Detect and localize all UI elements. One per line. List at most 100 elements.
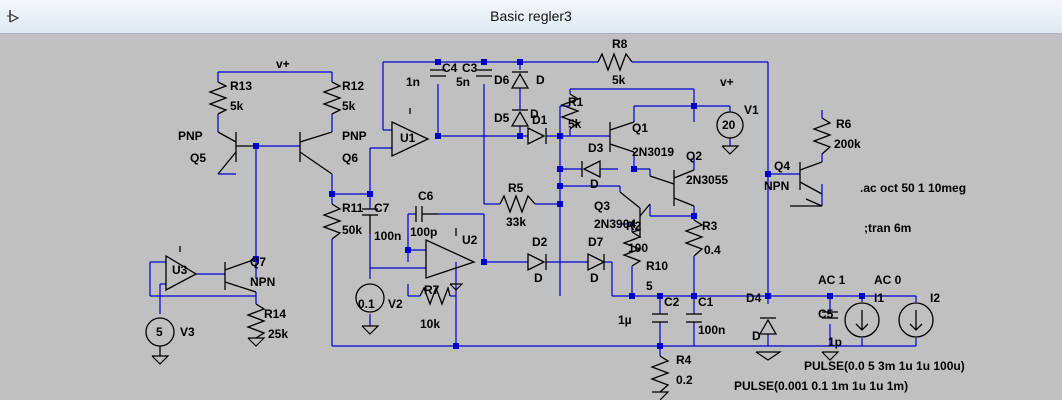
label-u1: U1 xyxy=(400,131,416,145)
label-d7v: D xyxy=(590,271,599,285)
label-r14v: 25k xyxy=(268,327,288,341)
label-r11v: 50k xyxy=(342,223,362,237)
label-c5v: 1p xyxy=(828,335,842,349)
label-npn2: NPN xyxy=(764,179,789,193)
label-r4v: 0.2 xyxy=(676,373,693,387)
label-i1: I1 xyxy=(874,291,884,305)
transistor-q1 xyxy=(609,121,635,153)
label-r2v: 100 xyxy=(628,241,648,255)
label-c4: C4 xyxy=(442,61,458,75)
window-title: Basic regler3 xyxy=(490,8,572,24)
label-q3m: 2N3904 xyxy=(594,217,636,231)
capacitor-c4 xyxy=(430,69,446,77)
label-r10: R10 xyxy=(646,259,668,273)
label-c3: C3 xyxy=(462,61,478,75)
label-d3: D3 xyxy=(588,141,604,155)
transistor-q4 xyxy=(790,161,823,207)
resistor-r10 xyxy=(622,231,642,267)
capacitor-c1 xyxy=(686,313,702,323)
label-v3v: 5 xyxy=(156,325,163,339)
label-npn1: NPN xyxy=(250,275,275,289)
transistor-q6 xyxy=(299,131,333,175)
capacitor-c3 xyxy=(476,69,492,77)
label-r7v: 10k xyxy=(420,317,440,331)
capacitor-c2 xyxy=(652,313,668,323)
resistor-r12 xyxy=(322,81,342,115)
label-ac0: AC 0 xyxy=(874,273,902,287)
opamp-u1 xyxy=(391,108,430,158)
label-r13v: 5k xyxy=(230,99,244,113)
title-bar: Basic regler3 xyxy=(0,0,1062,34)
resistor-r5 xyxy=(499,194,536,214)
label-ac-cmd: .ac oct 50 1 10meg xyxy=(860,181,966,195)
label-d5v: D xyxy=(530,107,539,121)
label-pulse1: PULSE(0.0 5 3m 1u 1u 100u) xyxy=(804,359,965,373)
label-r1: R1 xyxy=(568,95,584,109)
label-d4: D4 xyxy=(746,291,762,305)
schematic-diagram[interactable]: v+ R13 5k R12 5k PNP Q5 PNP Q6 R11 50k C… xyxy=(0,34,1062,400)
diode-d3 xyxy=(581,159,601,179)
current-source-i1 xyxy=(844,302,880,338)
transistor-q7 xyxy=(224,258,257,293)
diode-d2 xyxy=(527,252,547,272)
voltage-source-v1 xyxy=(716,111,744,139)
label-d2: D2 xyxy=(532,235,548,249)
label-r6: R6 xyxy=(836,117,852,131)
diode-d6 xyxy=(510,71,530,89)
components xyxy=(145,52,934,393)
label-r8: R8 xyxy=(612,37,628,51)
diode-d5 xyxy=(510,109,530,127)
label-q3: Q3 xyxy=(594,199,610,213)
label-r4: R4 xyxy=(676,353,692,367)
label-r2: R2 xyxy=(626,219,642,233)
label-pnp2: PNP xyxy=(342,129,367,143)
label-v3: V3 xyxy=(180,325,195,339)
transistor-q5 xyxy=(217,131,256,175)
label-r10v: 5 xyxy=(646,279,653,293)
label-c4v: 1n xyxy=(406,75,420,89)
diode-d7 xyxy=(587,252,606,272)
transistor-q2 xyxy=(649,169,695,207)
ground-icon xyxy=(151,145,840,400)
label-q2: Q2 xyxy=(686,149,702,163)
diode-d4 xyxy=(758,317,778,335)
label-r6v: 200k xyxy=(834,137,861,151)
opamp-u3 xyxy=(165,246,198,292)
label-q6: Q6 xyxy=(342,151,358,165)
current-source-i2 xyxy=(898,302,934,338)
label-r11: R11 xyxy=(342,201,364,215)
label-pnp1: PNP xyxy=(178,129,203,143)
label-q1m: 2N3019 xyxy=(632,145,674,159)
label-c6: C6 xyxy=(418,189,434,203)
label-q2m: 2N3055 xyxy=(686,173,728,187)
schematic-canvas[interactable]: v+ R13 5k R12 5k PNP Q5 PNP Q6 R11 50k C… xyxy=(0,34,1062,400)
resistor-r13 xyxy=(208,81,228,115)
label-c1: C1 xyxy=(698,295,714,309)
label-c6v: 100p xyxy=(410,225,437,239)
label-r13: R13 xyxy=(230,79,252,93)
resistor-r7 xyxy=(419,285,451,306)
label-tran-cmd: ;tran 6m xyxy=(864,221,911,235)
label-d1: D1 xyxy=(532,113,548,127)
label-c5: C5 xyxy=(818,307,834,321)
label-v2v: 0.1 xyxy=(358,297,375,311)
resistor-r3 xyxy=(684,219,704,257)
label-vplus2: v+ xyxy=(720,75,734,89)
label-r8v: 5k xyxy=(612,73,626,87)
label-r1v: 5k xyxy=(568,117,582,131)
label-r7: R7 xyxy=(424,283,440,297)
resistor-r1 xyxy=(560,93,580,130)
label-q7: Q7 xyxy=(250,255,266,269)
label-q4: Q4 xyxy=(774,159,790,173)
label-r5v: 33k xyxy=(506,215,526,229)
diode-d1 xyxy=(527,126,547,146)
label-vplus1: v+ xyxy=(276,57,290,71)
label-c2: C2 xyxy=(664,295,680,309)
resistor-r11 xyxy=(322,203,342,240)
label-q5: Q5 xyxy=(190,151,206,165)
label-c7v: 100n xyxy=(374,229,401,243)
capacitor-c6 xyxy=(415,206,438,222)
label-c1v: 100n xyxy=(698,323,725,337)
resistor-r8 xyxy=(597,52,633,72)
label-r12: R12 xyxy=(342,79,364,93)
